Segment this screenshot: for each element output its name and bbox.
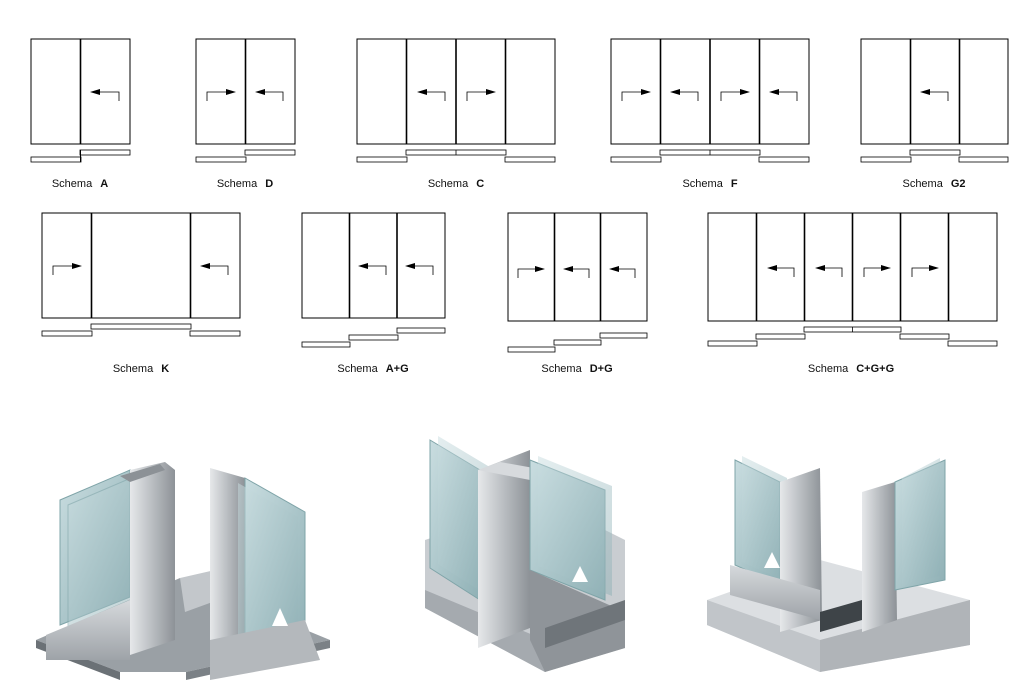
schema-g2-diagram (860, 38, 1009, 163)
schema-k-diagram (41, 212, 241, 337)
schema-c-g-g-diagram (707, 212, 998, 347)
schema-d-g-diagram (507, 212, 648, 353)
schema-a-g-diagram (301, 212, 446, 348)
schema-d-diagram (195, 38, 296, 163)
schema-f-diagram (610, 38, 810, 163)
corner-profile-render-3 (707, 456, 970, 672)
aluminium-logo-mark (272, 608, 288, 626)
corner-profile-render-1 (36, 462, 330, 680)
corner-profile-render-2 (425, 436, 625, 672)
schema-c-diagram (356, 38, 556, 163)
aluminium-logo-mark (572, 566, 588, 582)
aluminium-logo-mark (764, 552, 780, 568)
schema-a-diagram (30, 38, 131, 163)
